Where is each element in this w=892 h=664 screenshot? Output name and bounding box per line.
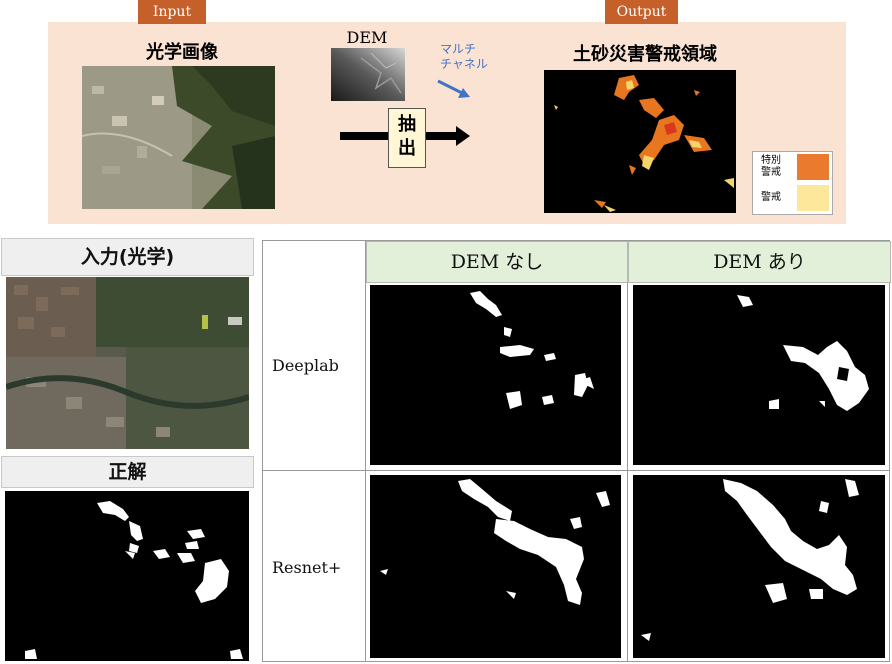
extract-box: 抽 出 [388, 108, 426, 168]
ground-truth-mask [5, 491, 249, 661]
resnet-with-dem-mask [633, 475, 885, 658]
optical-image-title: 光学画像 [146, 42, 218, 63]
input-optical-image [6, 277, 249, 449]
legend-swatch-special [797, 154, 829, 180]
legend-label-caution: 警戒 [761, 192, 781, 203]
legend-label-special: 特別 警戒 [761, 155, 781, 178]
hazard-map-image [544, 70, 736, 213]
dem-label: DEM [346, 28, 388, 47]
output-tag: Output [605, 0, 678, 24]
optical-satellite-image [82, 66, 275, 209]
multichannel-label: マルチ チャネル [440, 42, 488, 71]
col-header-no-dem: DEM なし [366, 241, 628, 283]
input-tag: Input [138, 0, 206, 24]
col-header-with-dem: DEM あり [628, 241, 891, 283]
resnet-no-dem-mask [370, 475, 621, 658]
dem-image [331, 48, 405, 101]
ground-truth-header: 正解 [1, 456, 254, 488]
results-grid [262, 240, 890, 662]
deeplab-no-dem-mask [370, 285, 621, 465]
deeplab-with-dem-mask [633, 285, 885, 465]
blue-arrow-icon [437, 79, 470, 98]
legend-swatch-caution [797, 185, 829, 211]
row-label-deeplab: Deeplab [272, 356, 339, 375]
grid-row-divider [262, 470, 890, 471]
legend: 特別 警戒 警戒 [752, 151, 833, 215]
row-label-resnet: Resnet+ [272, 558, 342, 577]
output-title: 土砂災害警戒領域 [573, 44, 717, 65]
grid-col-divider-1 [365, 240, 366, 662]
input-optical-header: 入力(光学) [1, 238, 254, 276]
grid-col-divider-2 [627, 240, 628, 662]
